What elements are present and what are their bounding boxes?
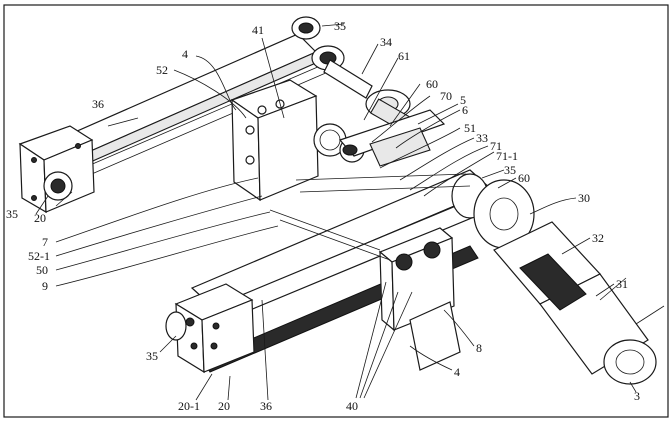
label-52: 52 (156, 63, 168, 77)
label-31: 31 (616, 277, 628, 291)
label-71: 71 (490, 139, 502, 153)
reference-numerals: 41 35 4 34 61 52 36 60 70 5 6 51 33 71 7… (6, 19, 640, 413)
right-pulley (451, 173, 535, 249)
label-4-lower: 4 (454, 365, 460, 379)
label-32: 32 (592, 231, 604, 245)
label-9: 9 (42, 279, 48, 293)
label-5: 5 (460, 93, 466, 107)
label-61: 61 (398, 49, 410, 63)
lower-left-pulley (165, 311, 187, 341)
leader-lines (35, 23, 637, 401)
label-20-lower: 20 (218, 399, 230, 413)
label-60-top: 60 (426, 77, 438, 91)
carriage (378, 227, 461, 371)
label-33: 33 (476, 131, 488, 145)
guide-rods (269, 173, 471, 261)
label-35-top: 35 (334, 19, 346, 33)
label-36-top: 36 (92, 97, 104, 111)
motor (493, 221, 665, 385)
label-36-lower: 36 (260, 399, 272, 413)
label-50: 50 (36, 263, 48, 277)
label-20-1: 20-1 (178, 399, 200, 413)
label-6: 6 (462, 103, 468, 117)
label-30: 30 (578, 191, 590, 205)
label-7: 7 (42, 235, 48, 249)
label-35-left: 35 (6, 207, 18, 221)
label-20-top: 20 (34, 211, 46, 225)
label-52-1: 52-1 (28, 249, 50, 263)
figure-border (3, 4, 669, 418)
label-34: 34 (380, 35, 392, 49)
label-71-1: 71-1 (496, 149, 518, 163)
label-41: 41 (252, 23, 264, 37)
gear-assembly (313, 109, 446, 167)
label-40: 40 (346, 399, 358, 413)
central-block (230, 79, 319, 202)
label-8: 8 (476, 341, 482, 355)
label-35-right: 35 (504, 163, 516, 177)
label-60-right: 60 (518, 171, 530, 185)
label-70: 70 (440, 89, 452, 103)
label-3: 3 (634, 389, 640, 403)
label-51: 51 (464, 121, 476, 135)
label-35-lower: 35 (146, 349, 158, 363)
left-end-block (18, 125, 95, 214)
label-4-top: 4 (182, 47, 188, 61)
